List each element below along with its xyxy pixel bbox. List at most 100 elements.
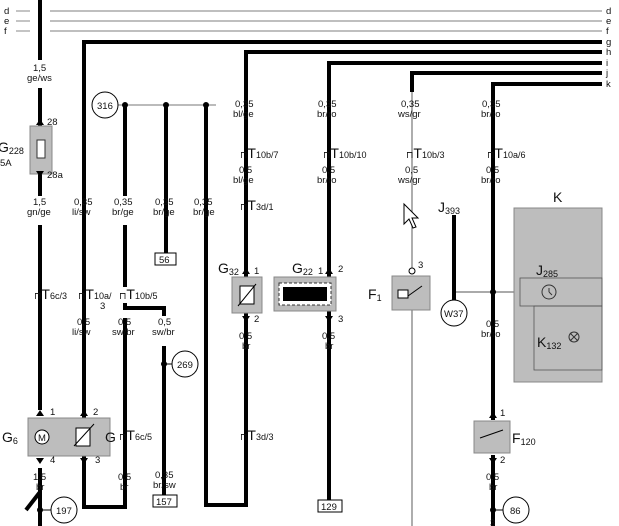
k-inner-lines xyxy=(519,277,603,371)
box-56: 56 xyxy=(159,255,170,266)
g6-pin-1: 1 xyxy=(50,407,55,418)
wire-16-color: br/ro xyxy=(317,109,337,120)
wire-13-color: bl/ge xyxy=(233,109,254,120)
wire-4-size: 0,35 xyxy=(74,197,93,208)
wire-24-size: 0,5 xyxy=(486,472,499,483)
wire-20-color: ws/gr xyxy=(397,175,421,186)
wire-12-color: br/ge xyxy=(193,207,215,218)
bus-label-left-f: f xyxy=(4,26,7,37)
circle-86: 86 xyxy=(510,506,521,517)
wire-10-size: 0,5 xyxy=(158,317,171,328)
wire-3-color: br xyxy=(36,482,44,493)
wire-6-size: 0,35 xyxy=(114,197,133,208)
box-157: 157 xyxy=(156,497,172,508)
j393-junction-dot xyxy=(490,289,496,295)
bus-label-right-d: d xyxy=(606,6,611,17)
k132-label: K132 xyxy=(537,334,561,351)
wire-5-size: 0,5 xyxy=(77,317,90,328)
wire-16-size: 0,35 xyxy=(318,99,337,110)
g22-label: G22 xyxy=(292,260,313,277)
f120-label: F120 xyxy=(512,430,536,447)
circle-316: 316 xyxy=(97,101,113,112)
wire-2-size: 1,5 xyxy=(33,197,46,208)
bus-label-right-e: e xyxy=(606,16,611,27)
wire-14-size: 0,5 xyxy=(239,165,252,176)
branch-wires xyxy=(82,105,168,495)
wire-11-size: 0,35 xyxy=(155,470,174,481)
g22-pin-2: 2 xyxy=(338,264,343,275)
bus-lines xyxy=(50,10,602,32)
wire-23-size: 0,5 xyxy=(486,319,499,330)
g6-pin-3: 3 xyxy=(95,455,100,466)
mouse-cursor-icon xyxy=(403,202,420,229)
g22-pin-1: 1 xyxy=(318,266,323,277)
wire-21-size: 0,35 xyxy=(482,99,501,110)
f1-label: F1 xyxy=(368,286,382,303)
g22-sensor-icon xyxy=(283,287,327,301)
wire-10-color: sw/br xyxy=(152,327,175,338)
connector-t10b-10: ⊓T10b/10 xyxy=(323,145,367,161)
wire-15-color: br xyxy=(242,341,250,352)
wire-24-color: br xyxy=(489,482,497,493)
wire-3-size: 1,5 xyxy=(33,472,46,483)
wire-17-color: br/ro xyxy=(317,175,337,186)
wire-14-color: bl/ge xyxy=(233,175,254,186)
wire-19-color: ws/gr xyxy=(397,109,421,120)
f1-terminal xyxy=(408,267,416,275)
wire-22-size: 0,5 xyxy=(486,165,499,176)
wire-18-size: 0,5 xyxy=(322,331,335,342)
wire-8-size: 0,5 xyxy=(118,472,131,483)
bus-label-right-i: i xyxy=(606,58,608,69)
k-label: K xyxy=(553,189,563,205)
f1-thin-wire xyxy=(411,92,520,526)
circle-197: 197 xyxy=(56,506,72,517)
f120-pin-1: 1 xyxy=(500,408,505,419)
g32-pin-2: 2 xyxy=(254,314,259,325)
wire-9-color: br/ge xyxy=(153,207,175,218)
wire-21-color: br/ro xyxy=(481,109,501,120)
bus-label-right-j: j xyxy=(605,68,608,79)
connector-t10b-5: ⊓T10b/5 xyxy=(119,286,158,302)
wire-7-size: 0,5 xyxy=(118,317,131,328)
wire-15-size: 0,5 xyxy=(239,331,252,342)
wire-arrows xyxy=(36,119,497,464)
wire-17-size: 0,5 xyxy=(322,165,335,176)
pin-28: 28 xyxy=(47,117,58,128)
reference-boxes xyxy=(152,252,343,513)
j285-clock-icon xyxy=(541,284,557,300)
k132-lamp-icon xyxy=(568,331,580,343)
j393-label: J393 xyxy=(438,199,460,216)
wire-4-color: li/sw xyxy=(72,207,91,218)
g6-sensor-icon xyxy=(73,423,95,447)
wire-23-color: br/ro xyxy=(481,329,501,340)
g228-fuse-icon xyxy=(36,139,46,159)
circle-269: 269 xyxy=(177,360,193,371)
wire-12-size: 0,35 xyxy=(194,197,213,208)
g6-pin-2: 2 xyxy=(93,407,98,418)
g228-rating: 5A xyxy=(0,158,12,169)
f1-switch-icon xyxy=(397,289,409,299)
f1-pin-3: 3 xyxy=(418,260,423,271)
wire-labels: 1,5 ge/ws 1,5 gn/ge 1,5 br 0,35 li/sw 0,… xyxy=(27,63,501,493)
g228-label: G228 xyxy=(0,139,24,156)
bus-label-right-k: k xyxy=(606,79,611,90)
wire-13-size: 0,35 xyxy=(235,99,254,110)
j285-label: J285 xyxy=(536,262,558,279)
g6-pin-4: 4 xyxy=(50,455,55,466)
wire-9-size: 0,35 xyxy=(155,197,174,208)
wire-8-color: br xyxy=(120,482,128,493)
bus-label-left-d: d xyxy=(4,6,9,17)
pin-numbers: 28 28a 1 2 3 4 1 2 1 2 3 3 1 2 3 xyxy=(47,117,505,526)
k-housing xyxy=(513,207,603,383)
bus-label-right-h: h xyxy=(606,47,611,58)
pin-28a: 28a xyxy=(47,170,64,181)
circle-w37: W37 xyxy=(444,309,464,320)
f120-body xyxy=(473,420,511,454)
box-129: 129 xyxy=(321,502,337,513)
t10a-pin-3b: 3 xyxy=(490,518,495,526)
g32-pin-1: 1 xyxy=(254,266,259,277)
wire-7-color: sw/br xyxy=(112,327,135,338)
g22-pin-3: 3 xyxy=(338,314,343,325)
g6-label: G6 xyxy=(2,429,18,446)
g6-motor-icon xyxy=(34,429,50,445)
